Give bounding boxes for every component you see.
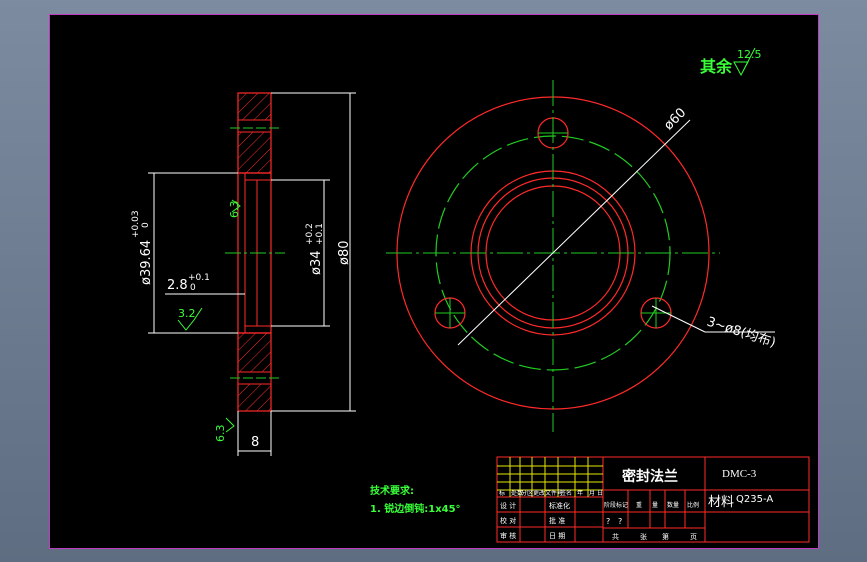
d39-tol-up: +0.03 — [131, 210, 141, 238]
revision-header: 标 处数 分区 更改文件号 签名 年 月 日 — [499, 489, 603, 497]
material-label: 材料 — [708, 495, 734, 510]
surface-s1: 6.3 — [228, 201, 241, 219]
surface-s2: 3.2 — [178, 307, 196, 320]
row-review: 审 核 — [500, 531, 516, 540]
row-design: 设 计 — [500, 501, 516, 510]
scale-mark-0: ? — [606, 517, 610, 526]
rev-col-3: 更改文件号 — [533, 489, 563, 497]
stage-label-2: 量 — [652, 502, 658, 509]
roughness-symbol — [733, 47, 756, 77]
d34-tol-up: +0.2 — [305, 223, 315, 245]
front-view: ø60 3~ø8(均布) — [386, 80, 777, 432]
row-approve: 批 准 — [549, 516, 565, 525]
section-view: ø80 ø34 +0.2 +0.1 ø39.64 +0.03 0 2.8 +0.… — [131, 92, 356, 456]
stage-label-3: 数量 — [667, 501, 679, 509]
part-name: 密封法兰 — [621, 468, 678, 485]
material-value: Q235-A — [736, 494, 773, 505]
roughness-value: 12.5 — [737, 48, 762, 61]
stage-label-4: 比例 — [687, 501, 699, 509]
roughness-label: 其余 — [700, 57, 733, 76]
d39-label: ø39.64 — [139, 240, 154, 285]
rev-col-1: 处数 — [511, 489, 523, 497]
title-block — [496, 456, 810, 543]
drawing-number: DMC-3 — [722, 468, 757, 480]
t28-tol-up: +0.1 — [188, 273, 210, 283]
d80-label: ø80 — [337, 241, 352, 266]
sheet-no-label: 第 — [662, 532, 669, 541]
row-standard: 标准化 — [549, 501, 570, 510]
page-label: 页 — [690, 533, 697, 541]
t28-tol-lo: 0 — [190, 283, 196, 293]
surface-s3: 6.3 — [214, 425, 227, 443]
tech-item-1: 1. 锐边倒钝:1x45° — [370, 502, 461, 515]
flange-top-section — [237, 92, 272, 174]
rev-col-2: 分区 — [521, 489, 533, 497]
tech-title: 技术要求: — [370, 484, 414, 497]
scale-mark-1: ? — [618, 517, 622, 526]
d60-label: ø60 — [661, 105, 689, 133]
rev-col-5: 年 — [577, 489, 583, 497]
holes-label: 3~ø8(均布) — [705, 315, 778, 351]
rev-col-0: 标 — [499, 489, 505, 497]
stage-label-0: 阶段标记 — [604, 501, 628, 509]
row-date: 日 期 — [549, 532, 565, 540]
w8-label: 8 — [251, 435, 259, 450]
sheet-unit-label: 张 — [640, 532, 647, 541]
d34-label: ø34 — [309, 251, 324, 276]
d39-tol-lo: 0 — [141, 222, 151, 228]
rev-col-6: 月 — [589, 490, 595, 497]
d60-dimension-line — [457, 119, 691, 346]
d34-tol-lo: +0.1 — [315, 223, 325, 245]
sheet-total-label: 共 — [612, 532, 619, 541]
stage-label-1: 重 — [636, 501, 642, 509]
drawing-sheet — [49, 14, 819, 549]
rev-col-7: 日 — [597, 490, 603, 497]
rev-col-4: 签名 — [560, 489, 572, 497]
t28-label: 2.8 — [167, 278, 188, 293]
row-check: 校 对 — [500, 516, 516, 525]
